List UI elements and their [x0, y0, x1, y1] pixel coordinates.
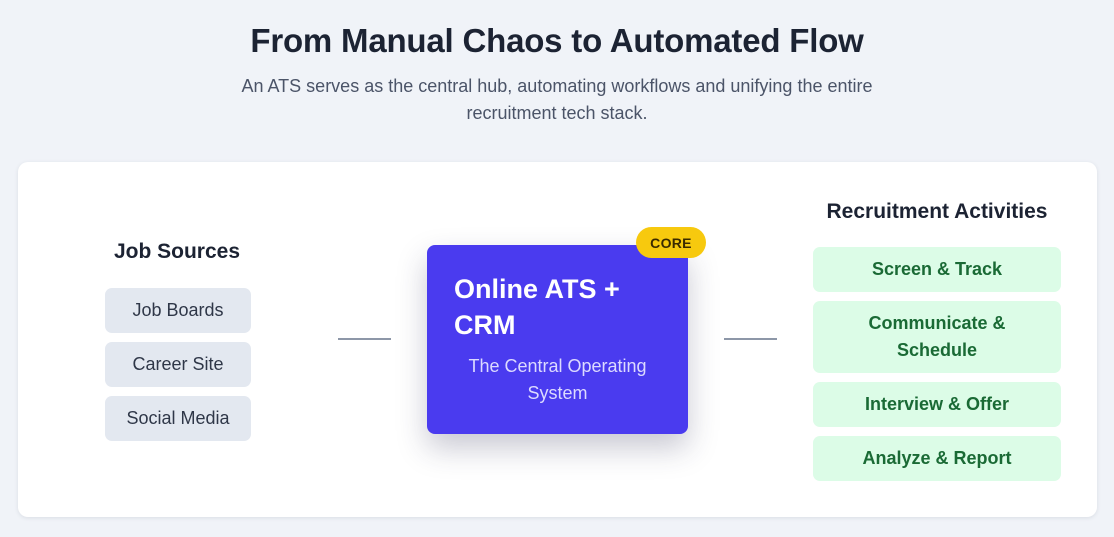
activity-screen-track: Screen & Track	[813, 247, 1061, 292]
core-badge: CORE	[636, 227, 706, 258]
source-social-media: Social Media	[105, 396, 251, 441]
job-sources-heading: Job Sources	[113, 240, 241, 263]
core-title: Online ATS + CRM	[454, 274, 620, 340]
activity-analyze-report: Analyze & Report	[813, 436, 1061, 481]
source-job-boards: Job Boards	[105, 288, 251, 333]
page-subtitle: An ATS serves as the central hub, automa…	[241, 76, 873, 123]
core-ats-box: Online ATS + CRM The Central Operating S…	[427, 245, 688, 434]
connector-right	[724, 338, 777, 340]
connector-left	[338, 338, 391, 340]
recruitment-activities-heading: Recruitment Activities	[826, 200, 1048, 223]
page-title: From Manual Chaos to Automated Flow	[250, 22, 864, 59]
activity-communicate-schedule: Communicate & Schedule	[813, 301, 1061, 373]
core-subtitle: The Central Operating System	[468, 356, 647, 403]
source-career-site: Career Site	[105, 342, 251, 387]
activity-interview-offer: Interview & Offer	[813, 382, 1061, 427]
